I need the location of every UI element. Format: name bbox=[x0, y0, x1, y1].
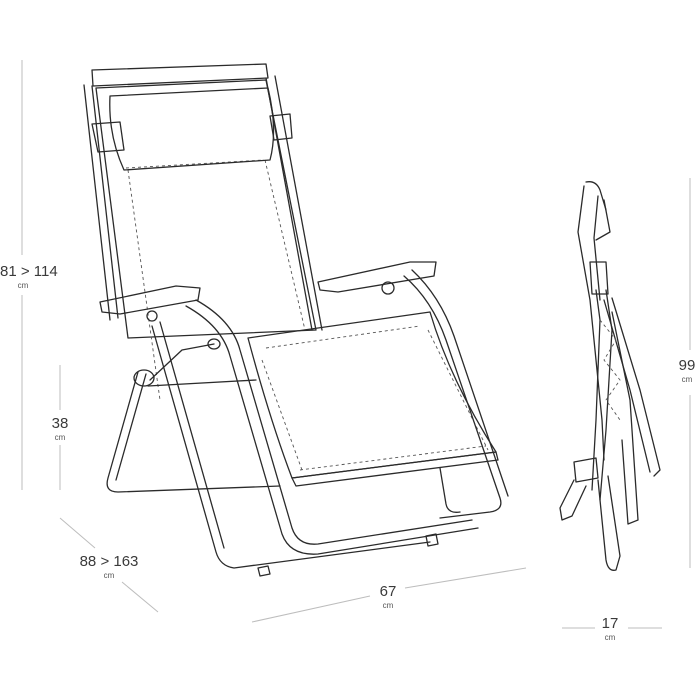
armrest-knob-left bbox=[146, 310, 158, 322]
cross-brace-lower bbox=[147, 379, 257, 387]
width-dim-line-left bbox=[251, 595, 371, 623]
folded-leg-d bbox=[611, 311, 639, 525]
folded-thickness-label: 17 cm bbox=[594, 616, 626, 642]
folded-thickness-unit: cm bbox=[604, 633, 616, 642]
folded-leg-b bbox=[599, 289, 613, 501]
armrest-right bbox=[317, 261, 437, 293]
backrest-fabric bbox=[95, 79, 317, 339]
foot-cap-right bbox=[425, 533, 439, 547]
folded-height-unit: cm bbox=[681, 375, 693, 384]
depth-range-value: 88 > 163 bbox=[79, 553, 139, 570]
rear-leg-left-inner bbox=[159, 321, 225, 549]
back-seam-right bbox=[264, 159, 306, 331]
side-frame-left bbox=[195, 299, 473, 545]
back-seam-left bbox=[127, 169, 161, 401]
folded-thickness-value: 17 bbox=[601, 615, 619, 632]
folded-frame-front-top bbox=[593, 195, 601, 301]
back-frame-right-outer bbox=[274, 75, 323, 331]
pivot-joint-left bbox=[133, 369, 155, 387]
folded-top-hook bbox=[585, 181, 607, 211]
side-frame-right-inner bbox=[411, 269, 509, 497]
folded-foot-front bbox=[597, 475, 621, 571]
seat-fabric bbox=[247, 311, 497, 479]
depth-range-label: 88 > 163 cm bbox=[74, 554, 144, 580]
chair-folded-drawing bbox=[559, 181, 661, 571]
side-frame-right bbox=[403, 275, 502, 519]
folded-leg-a bbox=[591, 289, 601, 491]
width-label: 67 cm bbox=[370, 584, 406, 610]
seat-height-unit: cm bbox=[54, 433, 66, 442]
armrest-knob-right bbox=[381, 281, 395, 295]
width-dim-line-right bbox=[404, 567, 527, 589]
seat-seam-left bbox=[261, 359, 303, 471]
backrest-top-bar bbox=[91, 63, 269, 87]
depth-dim-line-top bbox=[59, 517, 96, 549]
height-range-value: 81 > 114 bbox=[0, 263, 58, 280]
folded-leg-c-inner bbox=[603, 299, 651, 473]
rear-base-left bbox=[106, 371, 281, 493]
width-unit: cm bbox=[382, 601, 394, 610]
folded-height-value: 99 bbox=[678, 357, 696, 374]
chair-unfolded-drawing bbox=[83, 63, 509, 577]
height-range-unit: cm bbox=[17, 281, 29, 290]
foot-cap-front bbox=[257, 565, 271, 577]
seat-height-value: 38 bbox=[51, 415, 69, 432]
seat-seam-bottom bbox=[299, 445, 487, 471]
folded-frame-back bbox=[577, 185, 605, 461]
pillow-strap-right bbox=[269, 113, 293, 141]
depth-range-unit: cm bbox=[103, 571, 115, 580]
rear-base-right bbox=[439, 467, 461, 513]
armrest-left bbox=[99, 285, 201, 315]
back-frame-left-outer bbox=[83, 84, 111, 321]
folded-height-label: 99 cm bbox=[674, 358, 700, 384]
width-value: 67 bbox=[379, 583, 397, 600]
headrest-pillow bbox=[109, 87, 275, 171]
seat-seam-top bbox=[265, 325, 421, 349]
dimension-lines bbox=[21, 60, 691, 629]
folded-bracket-top bbox=[595, 199, 611, 241]
seat-height-label: 38 cm bbox=[40, 416, 80, 442]
pivot-joint-center bbox=[207, 338, 221, 350]
seat-seam-right bbox=[427, 329, 489, 451]
folded-foot-left bbox=[559, 479, 587, 521]
rear-base-left-inner bbox=[115, 373, 147, 481]
footrest-edge bbox=[291, 451, 499, 487]
height-range-label: 81 > 114 cm bbox=[0, 263, 58, 290]
pillow-strap-left bbox=[91, 121, 125, 153]
back-seam-top bbox=[125, 159, 265, 169]
back-frame-left-inner bbox=[91, 85, 119, 319]
folded-fabric-zigzag bbox=[599, 319, 621, 421]
depth-dim-line-bottom bbox=[121, 581, 159, 613]
cross-brace-joint bbox=[149, 343, 215, 381]
side-frame-left-inner bbox=[185, 305, 479, 555]
folded-leg-c bbox=[611, 297, 661, 477]
rear-leg-left bbox=[151, 325, 431, 569]
folded-strap bbox=[573, 457, 599, 483]
folded-armrest-block bbox=[589, 261, 609, 295]
